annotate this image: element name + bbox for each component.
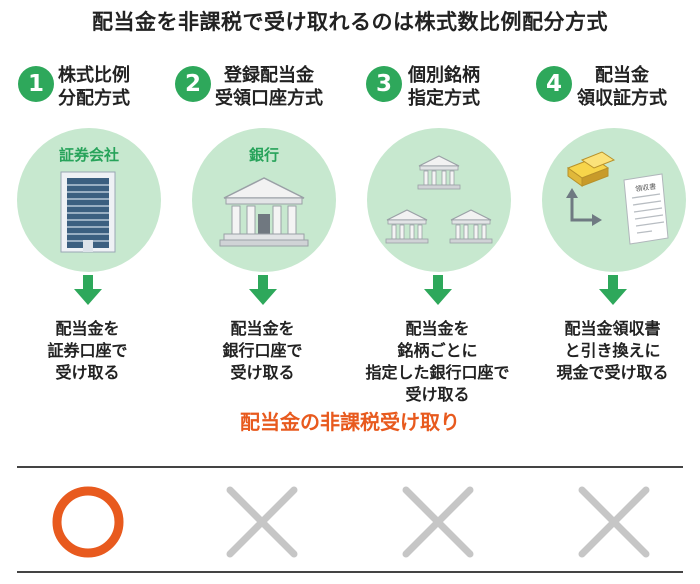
three-banks-icon: [385, 155, 493, 244]
method-name-line1: 配当金: [595, 65, 649, 86]
circle-label: 証券会社: [58, 146, 119, 164]
circle-mark-icon: [52, 486, 124, 558]
description-line: 現金で受け取る: [556, 363, 669, 382]
cross-mark-icon: [402, 486, 474, 558]
down-arrow-icon: [74, 275, 102, 305]
cross-mark-icon: [226, 486, 298, 558]
method-name: 個別銘柄 指定方式: [408, 64, 480, 110]
method-name-line1: 登録配当金: [224, 65, 314, 86]
method-column-3: 3 個別銘柄 指定方式: [350, 62, 525, 404]
method-description: 配当金を 銘柄ごとに 指定した銀行口座で 受け取る: [344, 318, 531, 406]
receipt-title: 領収書: [635, 182, 657, 194]
description-line: 銀行口座で: [222, 341, 303, 360]
method-name-line2: 領収証方式: [577, 88, 667, 109]
divider-top: [17, 466, 683, 468]
description-line: と引き換えに: [564, 341, 661, 360]
method-name-line2: 受領口座方式: [215, 88, 323, 109]
down-arrow-icon: [249, 275, 277, 305]
method-name-line2: 指定方式: [408, 88, 480, 109]
description-line: 受け取る: [230, 363, 295, 382]
method-header: 3 個別銘柄 指定方式: [350, 62, 525, 112]
description-line: 指定した銀行口座で: [365, 363, 510, 382]
description-line: 証券口座で: [47, 341, 128, 360]
method-description: 配当金を 銀行口座で 受け取る: [169, 318, 356, 384]
description-line: 受け取る: [405, 385, 470, 404]
method-name-line1: 個別銘柄: [408, 65, 480, 86]
method-description: 配当金を 証券口座で 受け取る: [0, 318, 181, 384]
description-line: 受け取る: [55, 363, 120, 382]
method-name-line1: 株式比例: [58, 65, 130, 86]
method-name: 株式比例 分配方式: [58, 64, 130, 110]
page-title: 配当金を非課税で受け取れるのは株式数比例配分方式: [92, 10, 608, 34]
receipt-icon: 領収書: [623, 173, 669, 245]
method-number-badge: 1: [18, 66, 54, 102]
taxfree-subtitle: 配当金の非課税受け取り: [240, 410, 460, 434]
description-line: 配当金を: [55, 319, 120, 338]
method-illustration: 銀行: [192, 128, 336, 272]
method-illustration: 領収書: [542, 128, 686, 272]
method-illustration: 証券会社: [17, 128, 161, 272]
gold-receipt-exchange-icon: 領収書: [566, 151, 669, 245]
divider-bottom: [17, 571, 683, 573]
method-name: 配当金 領収証方式: [577, 64, 667, 110]
description-line: 配当金領収書: [564, 319, 661, 338]
method-header: 4 配当金 領収証方式: [525, 62, 700, 112]
cross-mark-icon: [578, 486, 650, 558]
down-arrow-icon: [599, 275, 627, 305]
securities-building-icon: [60, 171, 116, 253]
method-number-badge: 2: [175, 66, 211, 102]
method-column-1: 1 株式比例 分配方式 証券会社: [0, 62, 175, 392]
method-number-badge: 4: [536, 66, 572, 102]
method-description: 配当金領収書 と引き換えに 現金で受け取る: [519, 318, 700, 384]
description-line: 配当金を: [230, 319, 295, 338]
method-column-2: 2 登録配当金 受領口座方式 銀行 配当金を 銀行口座で 受け取る: [175, 62, 350, 392]
method-header: 1 株式比例 分配方式: [0, 62, 175, 112]
description-line: 銘柄ごとに: [397, 341, 478, 360]
circle-label: 銀行: [248, 146, 279, 164]
description-line: 配当金を: [405, 319, 470, 338]
method-column-4: 4 配当金 領収証方式 領収書: [525, 62, 700, 392]
method-illustration: [367, 128, 511, 272]
method-name-line2: 分配方式: [58, 88, 130, 109]
bank-icon: [219, 177, 309, 247]
method-number-badge: 3: [366, 66, 402, 102]
method-header: 2 登録配当金 受領口座方式: [175, 62, 350, 112]
gold-bars-icon: [566, 151, 616, 187]
down-arrow-icon: [424, 275, 452, 305]
method-name: 登録配当金 受領口座方式: [215, 64, 323, 110]
